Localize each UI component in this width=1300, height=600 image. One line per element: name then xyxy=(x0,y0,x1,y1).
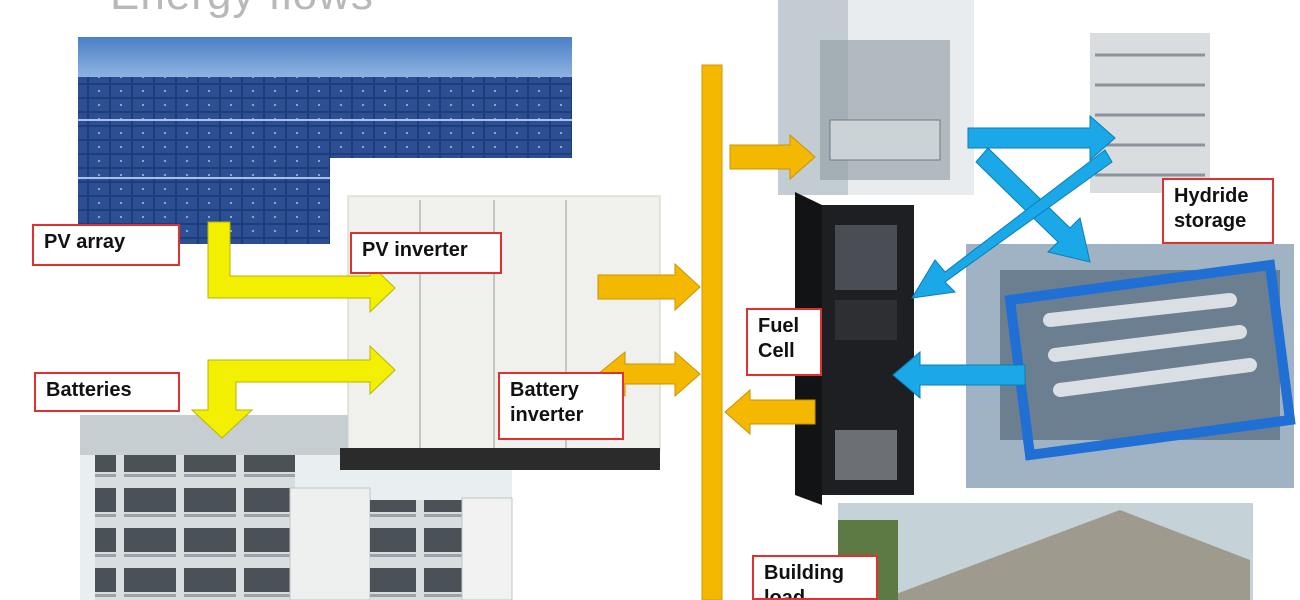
fuel-cell-cabinet-image xyxy=(795,192,914,505)
storage-to-fuel-cell-arrow xyxy=(911,149,1113,299)
building-load-label: Building load xyxy=(752,555,878,600)
page-title: Energy flows xyxy=(110,0,374,20)
inverter-to-batteries-arrow xyxy=(190,344,396,439)
building-image xyxy=(838,503,1253,600)
pv-array-image xyxy=(78,37,572,244)
fuel-cell-to-bus-arrow xyxy=(724,388,816,436)
battery-inverter-label: Battery inverter xyxy=(498,372,624,440)
hydride-storage-label: Hydride storage xyxy=(1162,178,1274,244)
electrolyser-image xyxy=(778,0,974,195)
pv-to-inverter-arrow xyxy=(207,221,396,314)
pv-inverter-to-bus-arrow xyxy=(597,262,701,312)
fuel-cell-label: Fuel Cell xyxy=(746,308,822,376)
batteries-label: Batteries xyxy=(34,372,180,412)
pv-inverter-label: PV inverter xyxy=(350,232,502,274)
dc-bus-bar xyxy=(701,64,723,600)
bus-to-electrolyser-arrow xyxy=(729,133,816,181)
hydride-storage-image xyxy=(1090,33,1210,193)
pv-array-label: PV array xyxy=(32,224,180,266)
tank-rack-to-fuel-cell-arrow xyxy=(892,350,1026,400)
